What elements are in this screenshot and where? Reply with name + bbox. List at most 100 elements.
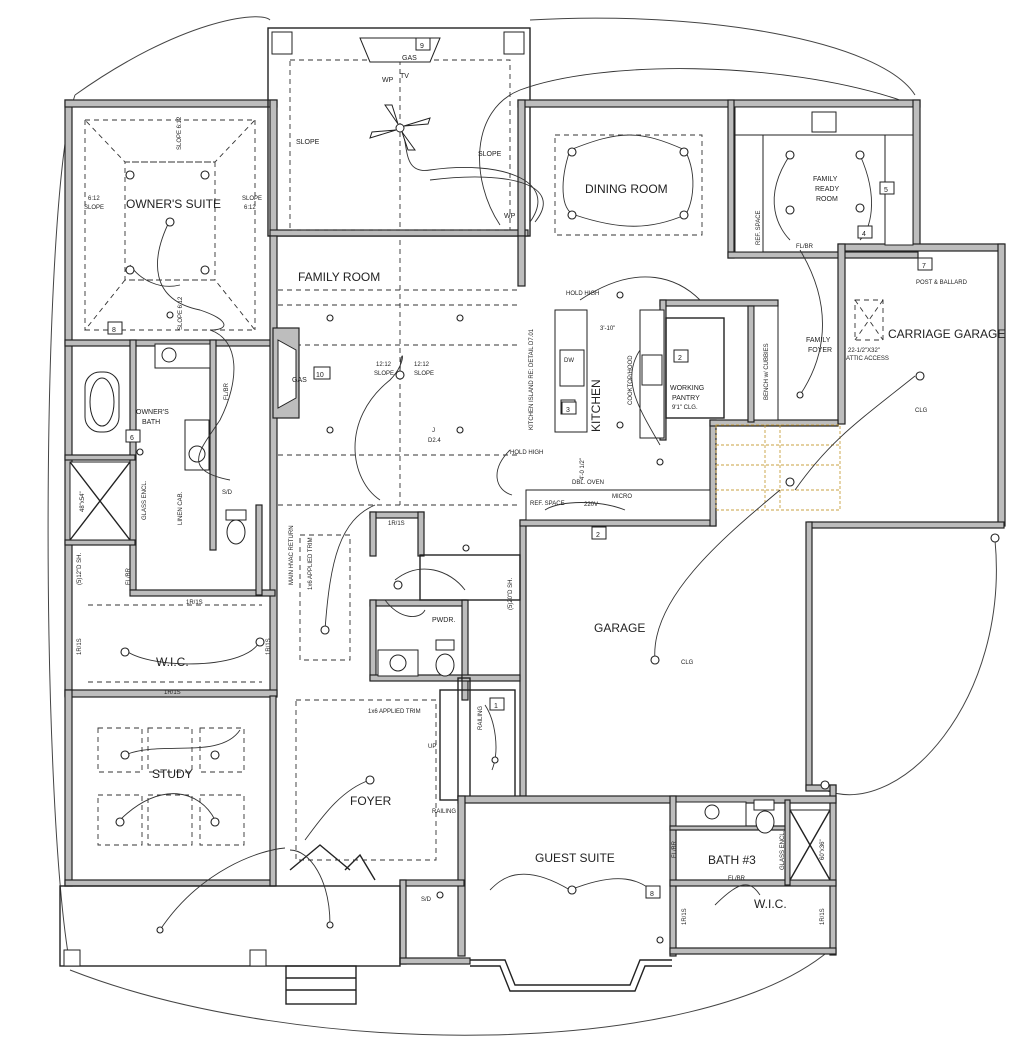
label-dw: DW <box>564 358 574 364</box>
room-working-pantry-3: 9'1" CLG. <box>672 405 698 411</box>
label-sh-5-12: (5)12"D SH. <box>77 553 83 585</box>
label-1r1s-guest-left: 1R/1S <box>682 908 688 925</box>
label-flbr-ready: FL/BR <box>796 244 814 250</box>
tag-2b: 2 <box>596 532 600 539</box>
label-slope-owner-left-2: SLOPE <box>84 205 104 211</box>
label-clg-garage: CLG <box>681 660 694 666</box>
room-family-foyer-2: FOYER <box>808 347 832 354</box>
label-railing-bottom: RAILING <box>432 809 456 815</box>
label-ref-space-kitchen: REF. SPACE <box>530 501 565 507</box>
fixtures <box>69 37 914 881</box>
label-hold-high-top: HOLD HIGH <box>566 291 599 297</box>
room-owners-bath-2: BATH <box>142 419 160 426</box>
label-micro: MICRO <box>612 494 632 500</box>
tag-2a: 2 <box>678 355 682 362</box>
label-wp-door: WP <box>504 213 516 220</box>
label-main-hvac-2: 1x6 APPLIED TRIM <box>308 537 314 590</box>
room-guest-suite: GUEST SUITE <box>535 851 615 865</box>
label-cooktop-hood: COOKTOP/HOOD <box>628 355 634 405</box>
label-1r1s-owner-bottom: 1R/1S <box>164 690 181 696</box>
label-slope-porch-left: SLOPE <box>296 139 320 146</box>
room-garage: GARAGE <box>594 621 645 635</box>
room-family-ready-1: FAMILY <box>813 176 838 183</box>
label-kitchen-island: KITCHEN ISLAND RE: DETAIL D7.01 <box>529 328 535 430</box>
label-linen-cab: LINEN CAB. <box>178 491 184 525</box>
label-slope-owner-top: SLOPE 6:12 <box>177 116 183 150</box>
label-1r1s-owner-left: 1R/1S <box>77 638 83 655</box>
label-sd-guest: S/D <box>421 897 432 903</box>
label-slope-owner-bottom: SLOPE 6:12 <box>178 296 184 330</box>
room-dining-room: DINING ROOM <box>585 182 668 196</box>
garage-opening <box>715 424 841 511</box>
room-study: STUDY <box>152 767 193 781</box>
tag-7: 7 <box>922 263 926 270</box>
room-wic-guest: W.I.C. <box>754 897 787 911</box>
label-main-hvac-1: MAIN HVAC RETURN <box>289 525 295 585</box>
label-sh-5-20: (5)20"D SH. <box>508 578 514 610</box>
room-foyer: FOYER <box>350 794 392 808</box>
label-slope-family-left-1: 12:12 <box>376 362 392 368</box>
label-dim-40: 4'-0 1/2" <box>580 458 586 480</box>
label-applied-trim: 1x6 APPLIED TRIM <box>368 709 421 715</box>
label-slope-owner-right-1: SLOPE <box>242 196 262 202</box>
label-clg-carriage: CLG <box>915 408 928 414</box>
tag-4: 4 <box>862 231 866 238</box>
label-flbr-owner: FL/BR <box>224 382 230 400</box>
room-carriage-garage: CARRIAGE GARAGE <box>888 327 1005 341</box>
tag-8a: 8 <box>112 327 116 334</box>
tag-6: 6 <box>130 435 134 442</box>
label-j: J <box>432 428 435 434</box>
tag-10: 10 <box>316 372 324 379</box>
room-owners-suite: OWNER'S SUITE <box>126 197 221 211</box>
tag-3: 3 <box>566 407 570 414</box>
label-220v: 220V <box>584 502 598 508</box>
label-wp-porch: WP <box>382 77 394 84</box>
room-family-ready-3: ROOM <box>816 196 838 203</box>
room-bath3: BATH #3 <box>708 853 756 867</box>
label-slope-owner-left-1: 6:12 <box>88 196 100 202</box>
ceiling-features <box>83 59 884 861</box>
label-slope-porch-right: SLOPE <box>478 151 502 158</box>
label-attic-1: 22-1/2"X32" <box>848 348 880 354</box>
room-kitchen: KITCHEN <box>589 379 603 432</box>
light-fixtures <box>115 147 1000 944</box>
label-glass-encl-owner: GLASS ENCL. <box>142 480 148 520</box>
label-1r1s-owner-top: 1R/1S <box>186 600 203 606</box>
label-railing-side: RAILING <box>478 706 484 730</box>
room-working-pantry-1: WORKING <box>670 385 704 392</box>
room-owners-bath-1: OWNER'S <box>136 409 169 416</box>
service-arcs <box>47 16 997 1036</box>
label-slope-owner-right-2: 6:12 <box>244 205 256 211</box>
label-dbl-oven: DBL. OVEN <box>572 480 604 486</box>
tag-1: 1 <box>494 703 498 710</box>
label-flbr-wic: FL/BR <box>126 567 132 585</box>
room-wic-owner: W.I.C. <box>156 655 189 669</box>
label-d24: D2.4 <box>428 438 441 444</box>
label-shower-48: 48"x54" <box>80 491 86 512</box>
label-glass-encl-bath3: GLASS ENCL. <box>780 830 786 870</box>
label-bench: BENCH w/ CUBBIES <box>764 343 770 400</box>
label-1r1s-guest-right: 1R/1S <box>820 908 826 925</box>
label-slope-family-right-1: 12:12 <box>414 362 430 368</box>
label-gas-porch: GAS <box>402 55 417 62</box>
tag-8b: 8 <box>650 891 654 898</box>
room-family-ready-2: READY <box>815 186 839 193</box>
label-1r1s-coat: 1R/1S <box>388 521 405 527</box>
tags: 1 2 2 3 4 5 6 7 8 8 9 10 <box>107 37 933 899</box>
ceiling-fan-icon <box>369 104 431 151</box>
label-1r1s-owner-right: 1R/1S <box>266 638 272 655</box>
label-slope-family-right-2: SLOPE <box>414 371 434 377</box>
room-family-foyer-1: FAMILY <box>806 337 831 344</box>
label-flbr-bath3: FL/BR <box>728 876 746 882</box>
tag-5: 5 <box>884 187 888 194</box>
label-post-ballard: POST & BALLARD <box>916 280 968 286</box>
label-up: UP <box>428 744 436 750</box>
wiring <box>119 68 916 931</box>
label-flbr-guest: FL/BR <box>672 840 678 858</box>
label-hold-high-bottom: HOLD HIGH <box>510 450 543 456</box>
label-dim-310: 3'-10" <box>600 326 615 332</box>
tag-9: 9 <box>420 43 424 50</box>
label-sd-bath: S/D <box>222 490 233 496</box>
label-ref-space-ready: REF. SPACE <box>756 210 762 245</box>
